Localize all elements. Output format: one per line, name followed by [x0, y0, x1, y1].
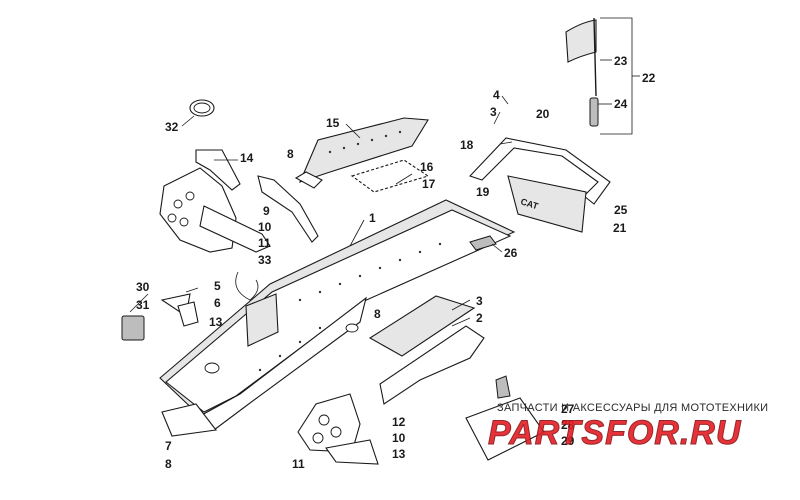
- main-tunnel: [159, 199, 516, 431]
- callout-10a: 10: [258, 220, 272, 234]
- callout-labels: 1 2 3 3 4 5 6 7 8 8 8 9 10 10 11 11 12 1…: [136, 54, 656, 471]
- callout-12: 12: [392, 415, 406, 429]
- callout-17: 17: [422, 177, 436, 191]
- callout-28: 28: [561, 418, 575, 432]
- callout-22: 22: [642, 71, 656, 85]
- callout-8c: 8: [165, 457, 172, 471]
- watermark-caption: ЗАПЧАСТИ И АКСЕССУАРЫ ДЛЯ МОТОТЕХНИКИ: [497, 402, 769, 414]
- clamp-ring: [181, 99, 215, 127]
- side-plate: [368, 295, 485, 405]
- cable: [235, 271, 259, 301]
- callout-13b: 13: [392, 447, 406, 461]
- callout-26: 26: [504, 246, 518, 260]
- callout-5: 5: [214, 279, 221, 293]
- callout-25: 25: [614, 203, 628, 217]
- callout-11a: 11: [258, 236, 271, 250]
- reflector: [469, 235, 503, 253]
- callout-14: 14: [240, 151, 254, 165]
- lower-bracket: [161, 403, 218, 437]
- callout-3: 3: [476, 294, 483, 308]
- switch-assembly: [121, 293, 149, 341]
- callout-18: 18: [460, 138, 474, 152]
- callout-30: 30: [136, 280, 150, 294]
- callout-20: 20: [536, 107, 550, 121]
- callout-15: 15: [326, 116, 340, 130]
- callout-31: 31: [136, 298, 150, 312]
- callout-3b: 3: [490, 105, 497, 119]
- callout-4: 4: [493, 88, 500, 102]
- watermark-logo: PARTSFOR.RU: [487, 414, 742, 453]
- callout-13a: 13: [209, 315, 223, 329]
- callout-19: 19: [476, 185, 490, 199]
- callout-6: 6: [214, 296, 221, 310]
- rear-reflector: [465, 375, 545, 461]
- flag-assembly: [565, 17, 640, 135]
- callout-10b: 10: [392, 431, 406, 445]
- callout-27: 27: [561, 402, 575, 416]
- left-mount-bracket: [159, 149, 319, 253]
- callout-29: 29: [561, 434, 575, 448]
- clip-parts: [160, 287, 199, 327]
- callout-11b: 11: [292, 457, 305, 471]
- callout-1: 1: [369, 211, 376, 225]
- callout-24: 24: [614, 97, 628, 111]
- callout-2: 2: [476, 311, 483, 325]
- callout-7: 7: [165, 439, 172, 453]
- callout-23: 23: [614, 54, 628, 68]
- seat-rail: [294, 117, 430, 193]
- callout-33: 33: [258, 253, 272, 267]
- callout-8b: 8: [374, 307, 381, 321]
- lower-plate: [297, 393, 379, 465]
- rear-bumper: CAT: [469, 95, 611, 233]
- callout-16: 16: [420, 160, 434, 174]
- callout-21: 21: [613, 221, 627, 235]
- callout-8a: 8: [287, 147, 294, 161]
- callout-32: 32: [165, 120, 179, 134]
- callout-9: 9: [263, 204, 270, 218]
